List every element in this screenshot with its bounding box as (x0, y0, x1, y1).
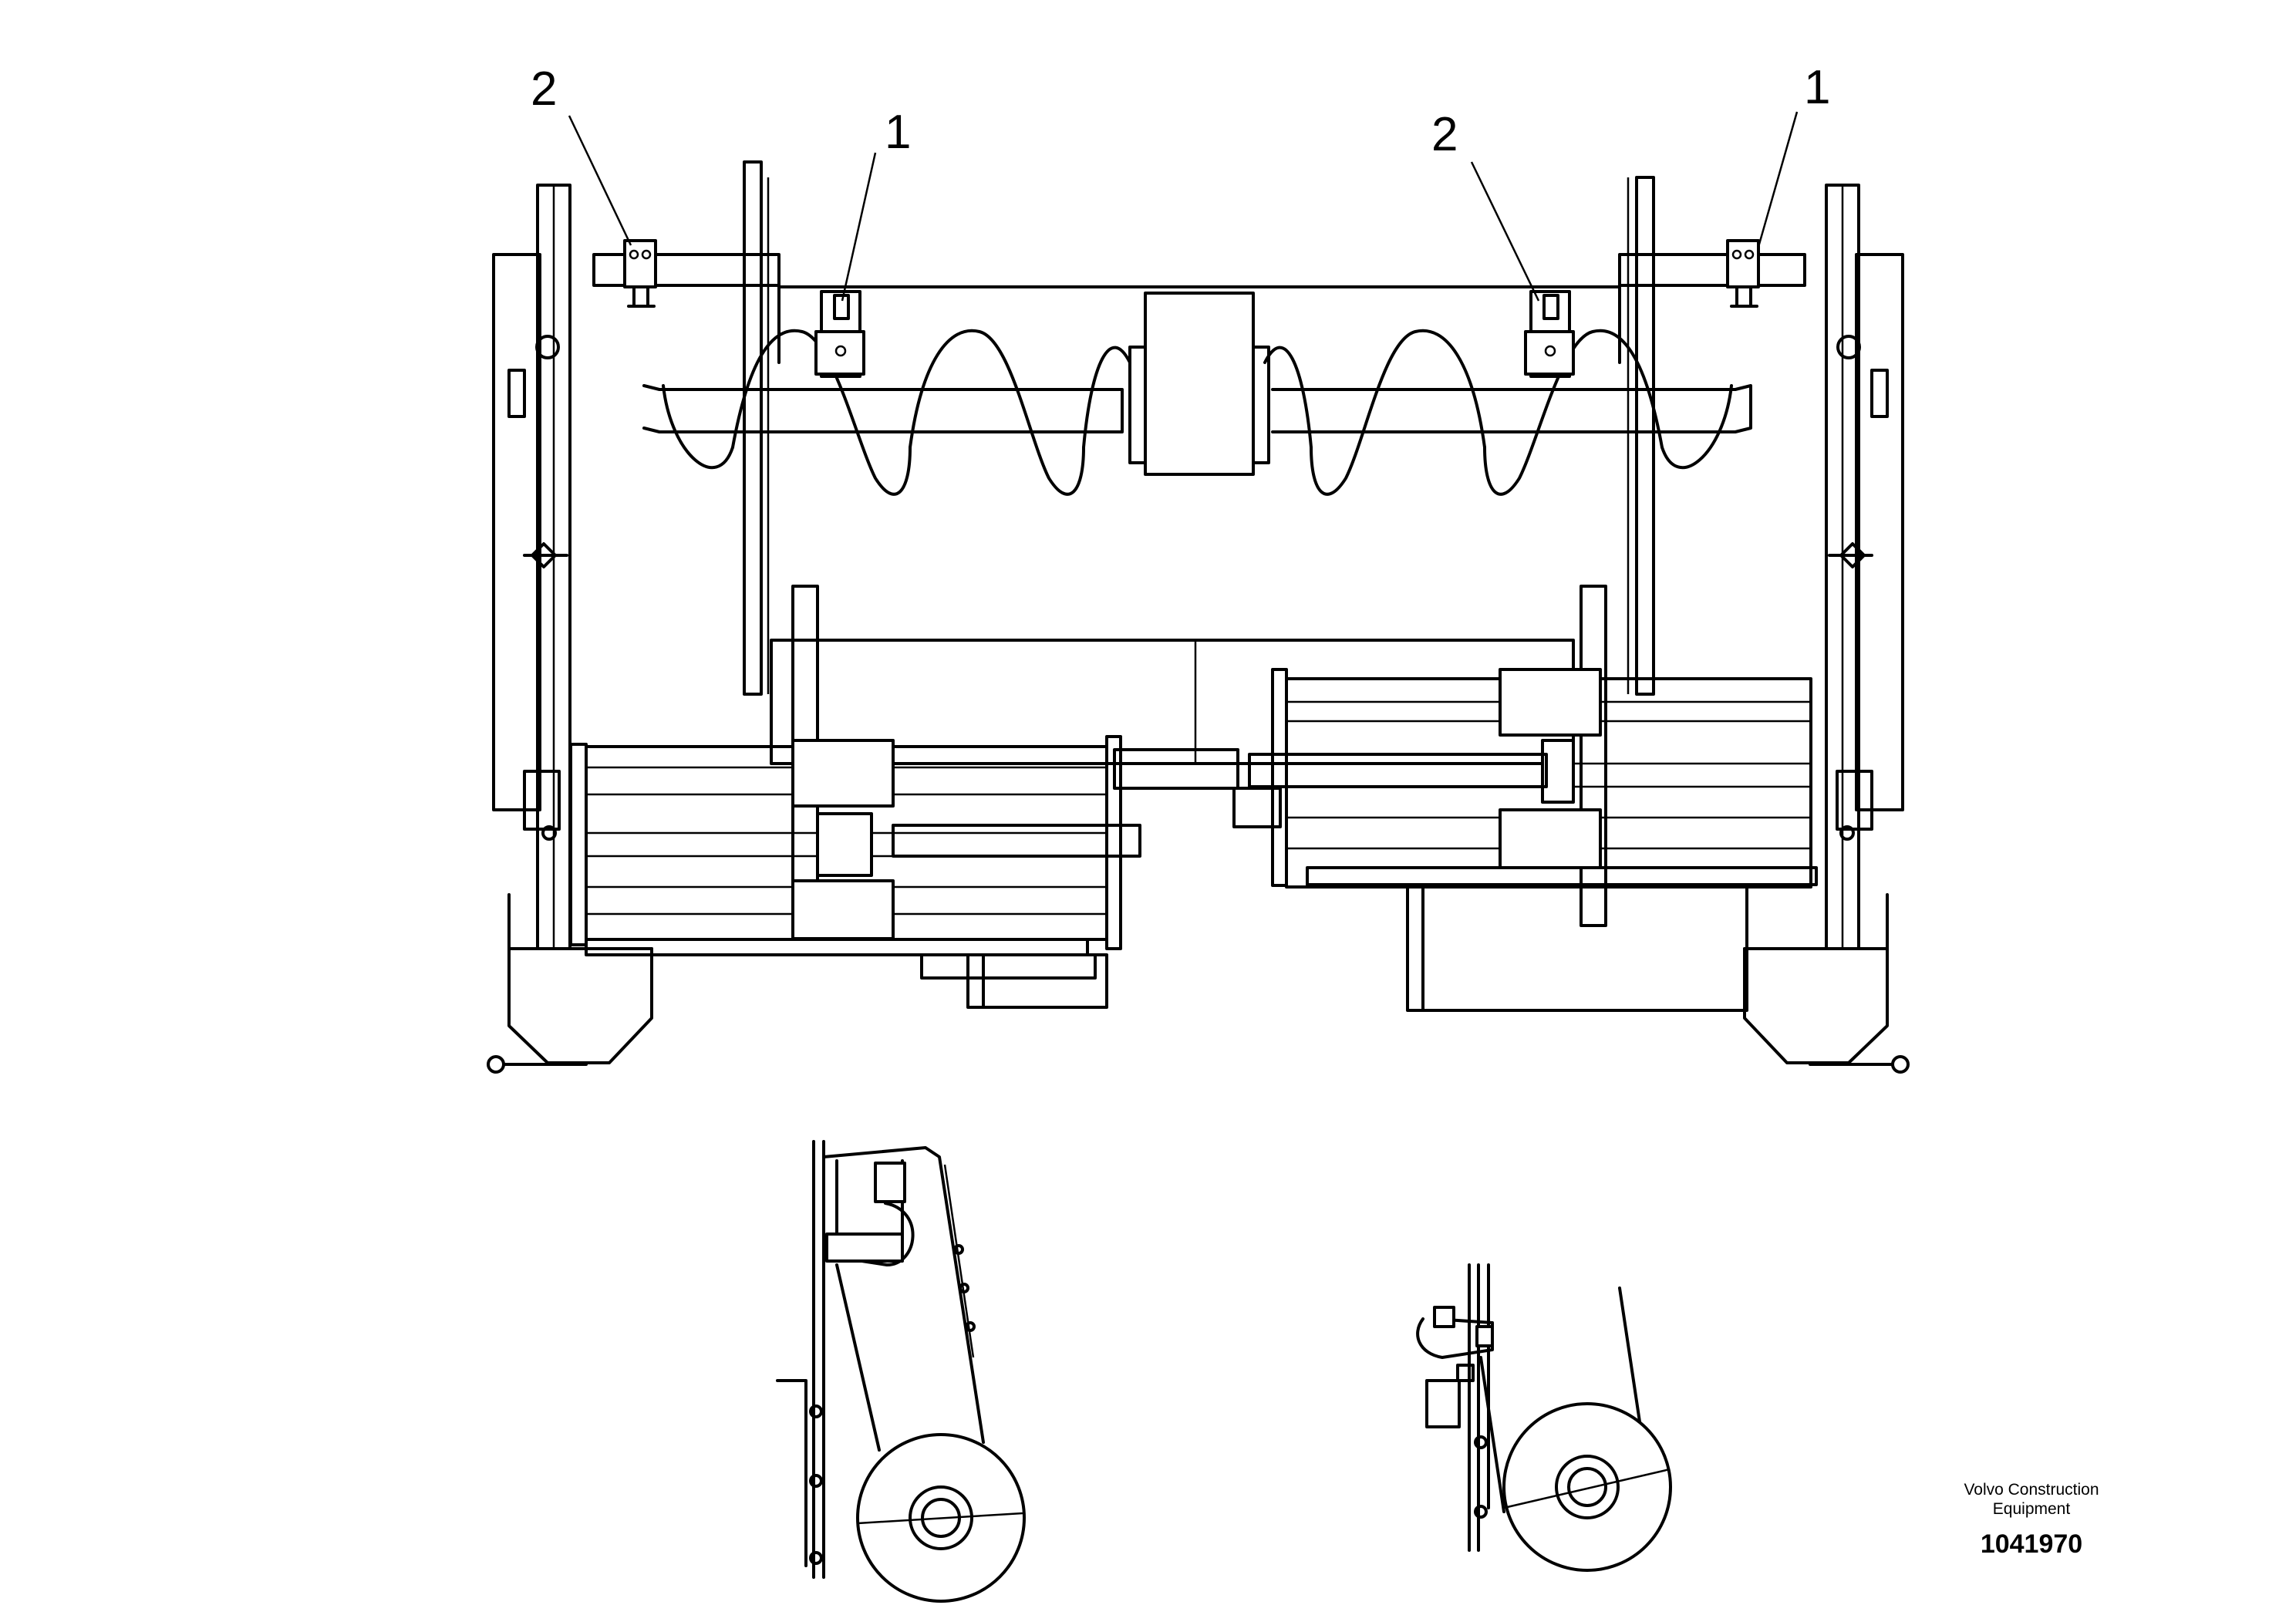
title-block: Volvo Construction Equipment 1041970 (1964, 1481, 2099, 1559)
leader-left-1 (841, 152, 877, 302)
screed-assembly-top-view (487, 160, 1910, 1074)
callout-left-1: 1 (885, 106, 911, 159)
right-extension-cylinders (1232, 668, 1818, 1012)
left-extension-cylinders (569, 735, 1239, 1009)
leader-right-1 (1757, 111, 1799, 248)
left-side-frame (487, 184, 653, 1074)
callout-right-1: 1 (1804, 61, 1830, 114)
callouts: 2 1 2 1 (531, 61, 1830, 302)
company-name-line2: Equipment (1993, 1500, 2071, 1518)
callout-right-2: 2 (1431, 108, 1458, 161)
hopper-frame (592, 160, 1806, 696)
leader-right-2 (1470, 161, 1540, 302)
right-side-frame (1743, 184, 1910, 1074)
leader-left-2 (568, 115, 632, 246)
callout-left-2: 2 (531, 62, 557, 116)
side-view-left (776, 1140, 1026, 1603)
left-sensor-brackets (623, 239, 865, 378)
side-view-right (1416, 1263, 1672, 1572)
auger-assembly (642, 292, 1752, 496)
right-sensor-brackets (1524, 239, 1760, 378)
company-name-line1: Volvo Construction (1964, 1481, 2099, 1499)
drawing-number: 1041970 (1981, 1529, 2082, 1559)
